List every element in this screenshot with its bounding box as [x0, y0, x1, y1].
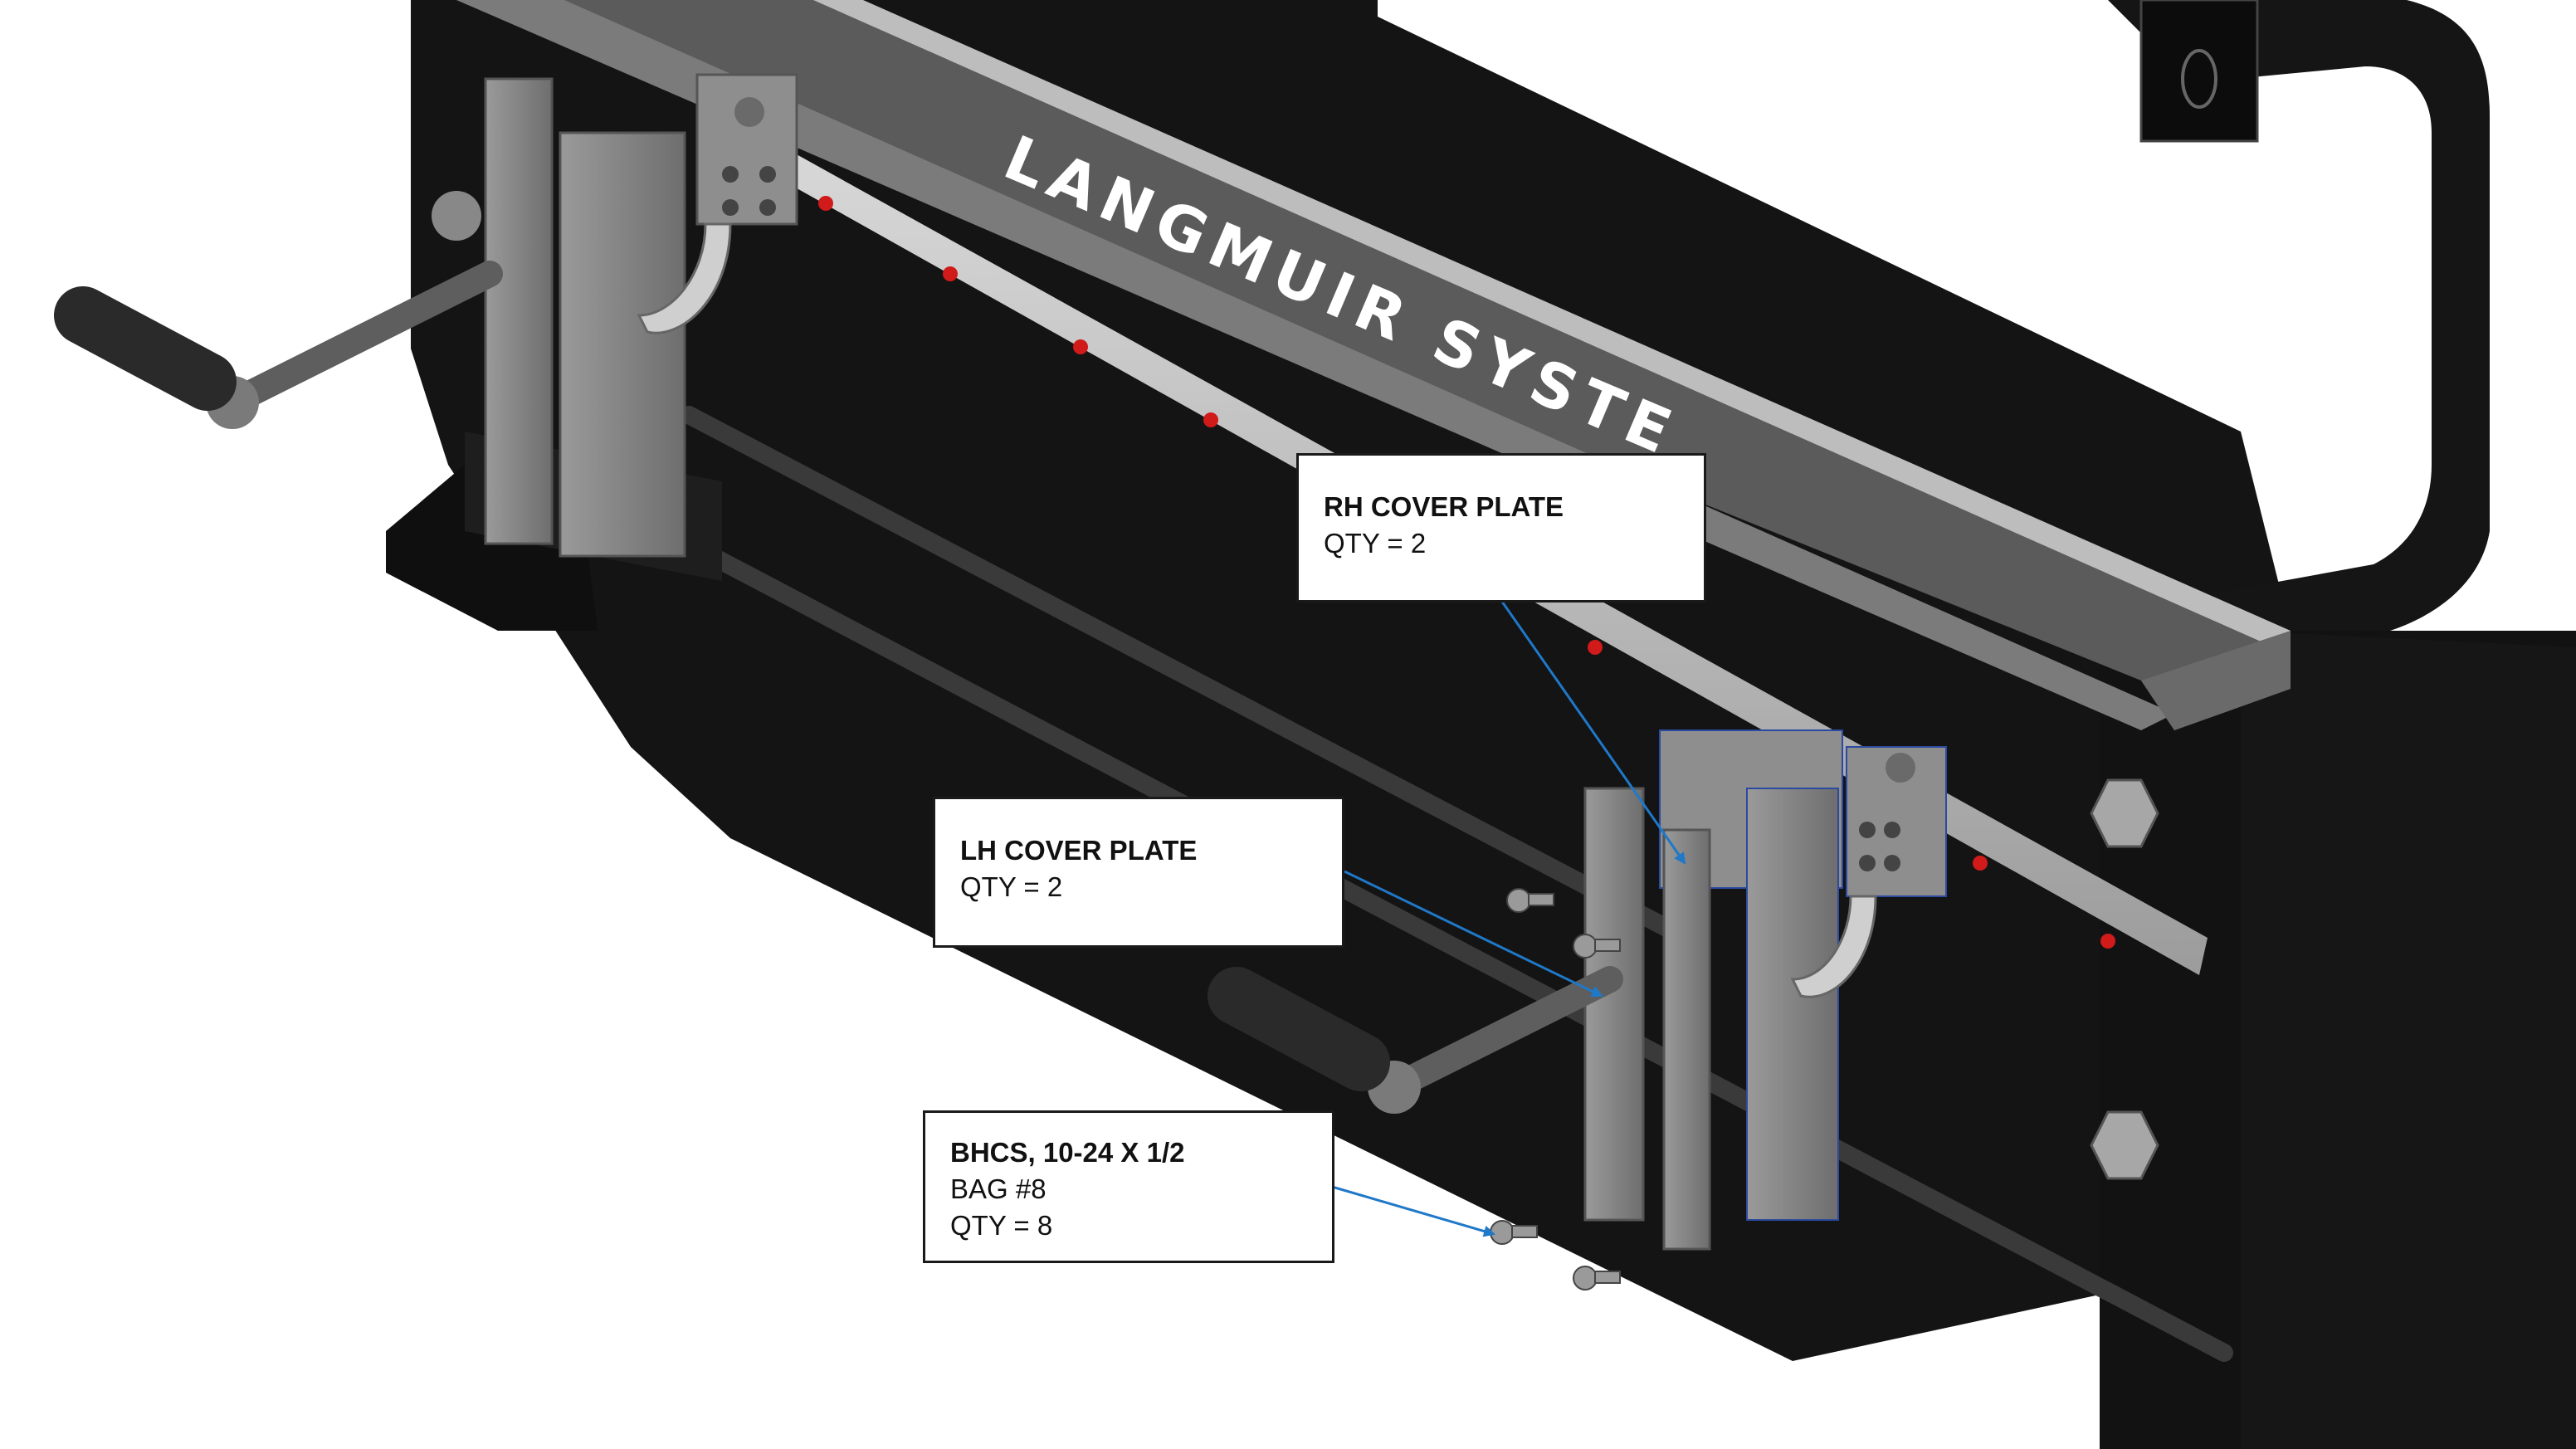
screw-icon: [1506, 888, 1554, 913]
top-clamp: [2139, 0, 2259, 143]
callout-title: RH COVER PLATE: [1324, 491, 1564, 522]
screw-icon: [1573, 934, 1621, 959]
tie-rods: [671, 406, 2233, 1362]
callout-title: LH COVER PLATE: [960, 835, 1198, 866]
screw-icon: [1490, 1220, 1538, 1245]
right-gauge-assembly: [1659, 729, 1947, 1221]
hex-nut-icon: [2090, 1110, 2159, 1180]
leader-arrows: [1331, 601, 1686, 1237]
rh-cover-plate-part: [1662, 828, 1711, 1251]
callout-bag: BAG #8: [950, 1173, 1046, 1204]
callout-rh-cover-plate: RH COVER PLATE QTY = 2: [1296, 453, 1706, 603]
right-crank-handle: [1208, 966, 1623, 1114]
callout-lh-cover-plate: LH COVER PLATE QTY = 2: [933, 797, 1344, 948]
callout-qty: QTY = 8: [950, 1210, 1053, 1241]
callout-qty: QTY = 2: [1324, 528, 1427, 559]
left-gauge-assembly: [432, 73, 798, 581]
screw-icon: [1573, 1266, 1621, 1290]
lh-cover-plate-part: [1583, 787, 1645, 1222]
hex-nuts: [2090, 778, 2159, 1180]
callout-bhcs: BHCS, 10-24 X 1/2 BAG #8 QTY = 8: [923, 1110, 1334, 1263]
screws: [1490, 888, 1621, 1290]
rail-marker-dots: [818, 196, 2115, 949]
upper-beam: [456, 0, 2291, 730]
rh-cover-plate-leader: [1500, 601, 1686, 865]
left-crank-handle: [54, 261, 503, 429]
lh-cover-plate-leader: [1344, 870, 1603, 998]
bhcs-leader: [1331, 1185, 1495, 1237]
hex-nut-icon: [2090, 778, 2159, 848]
callout-qty: QTY = 2: [960, 871, 1063, 902]
callout-title: BHCS, 10-24 X 1/2: [950, 1137, 1185, 1168]
